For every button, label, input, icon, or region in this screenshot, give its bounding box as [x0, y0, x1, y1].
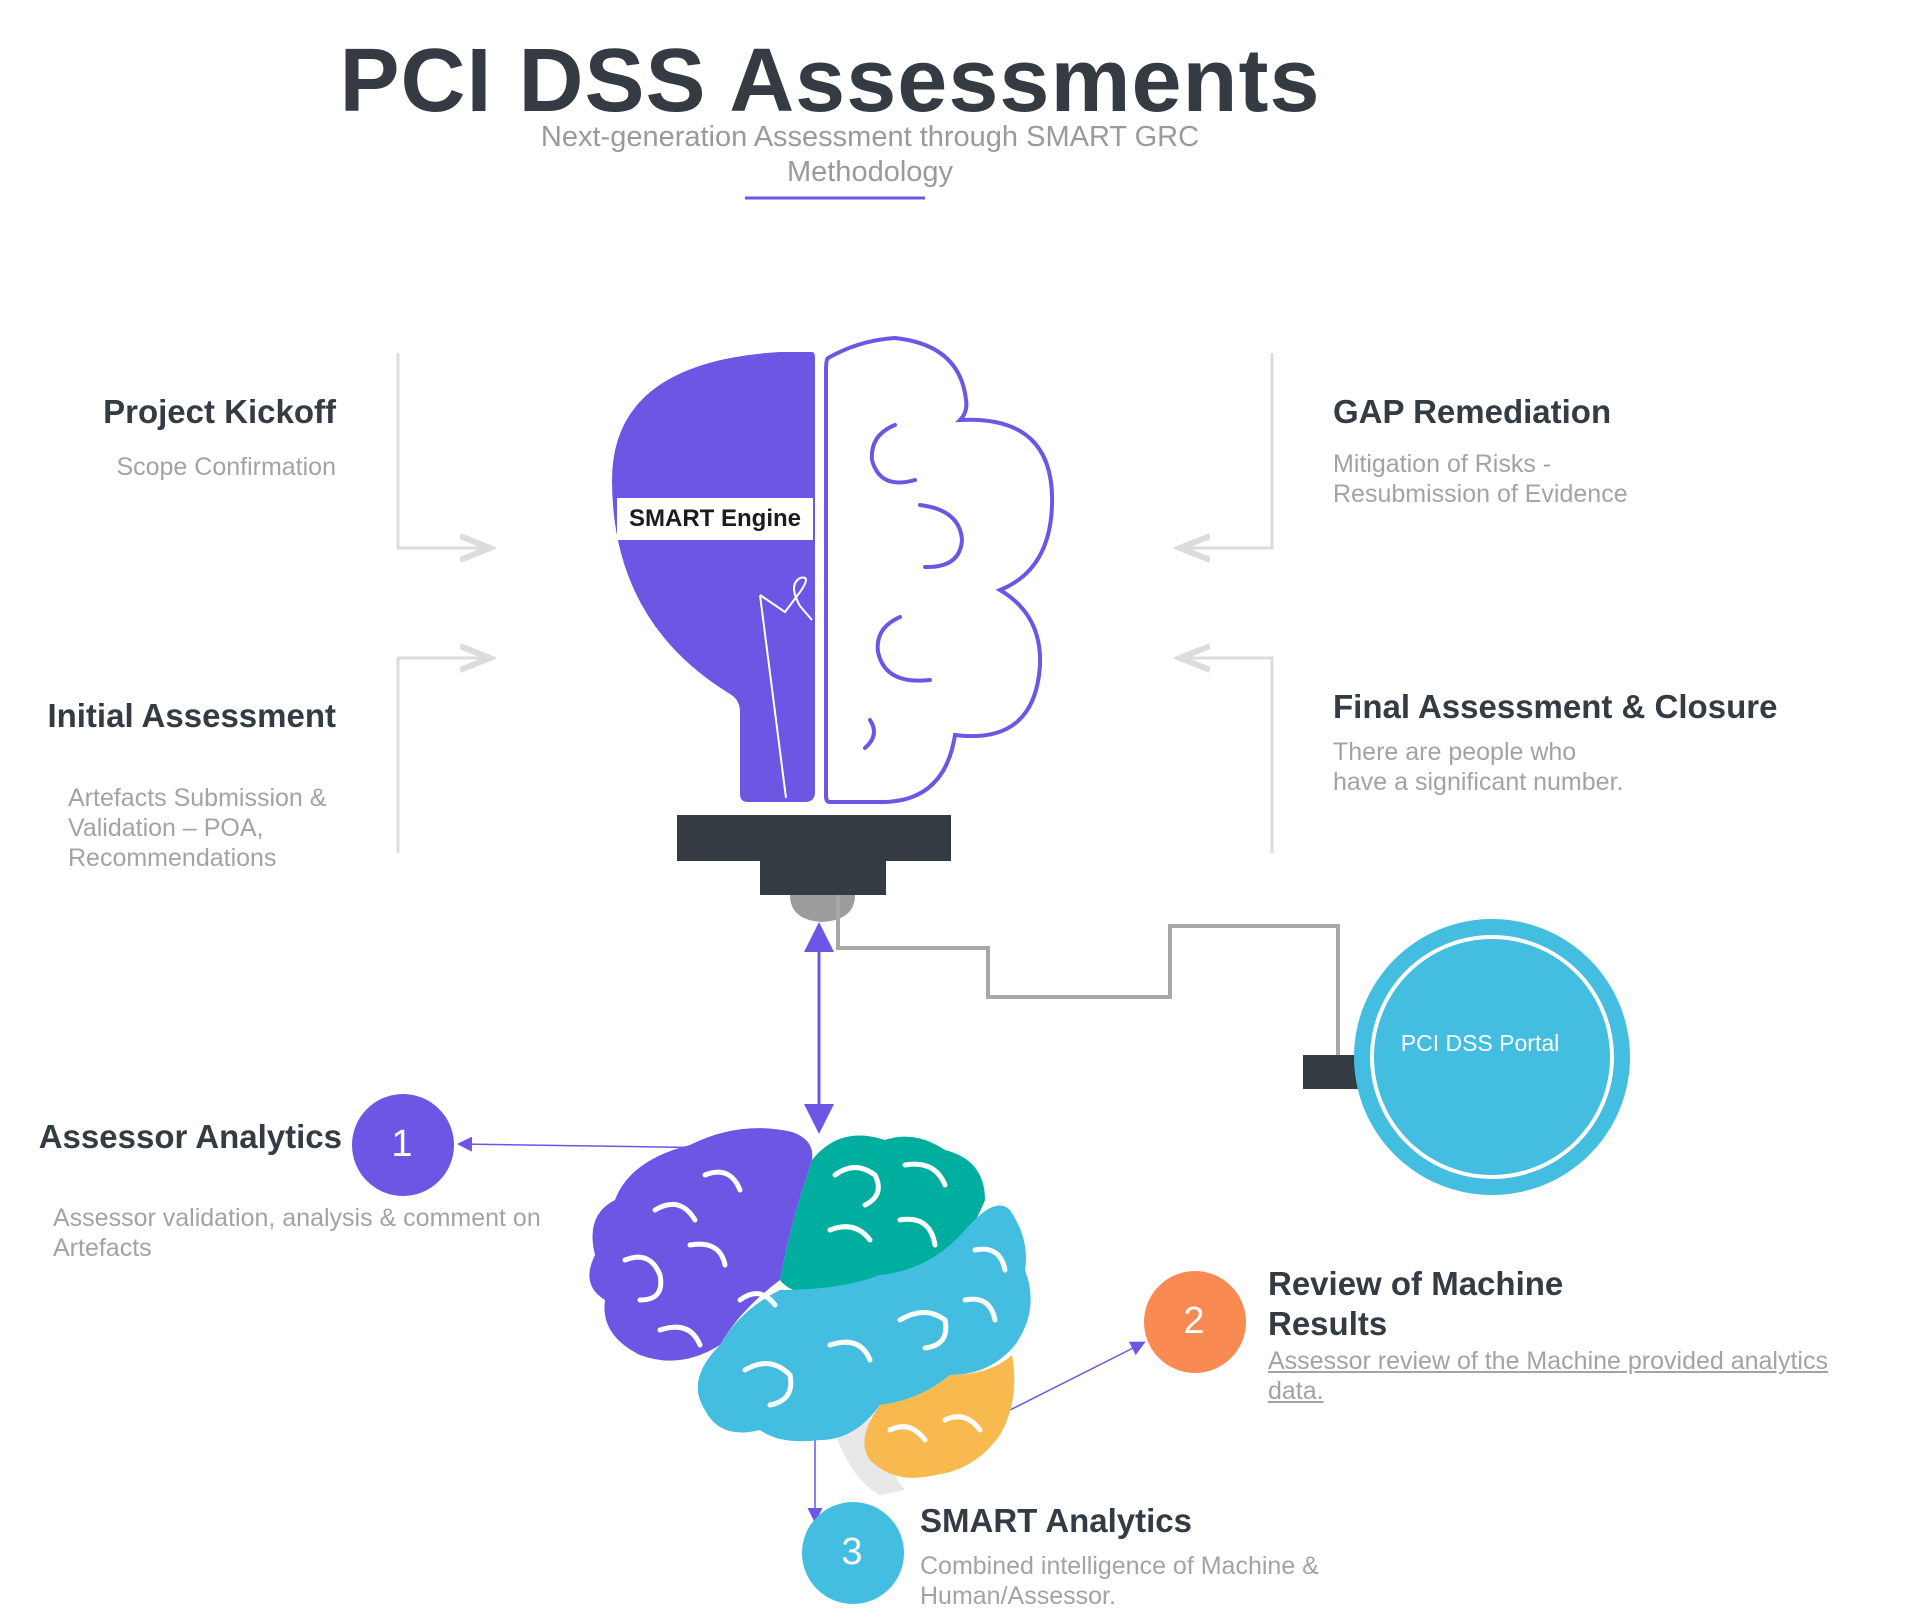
- initial-connector: [396, 658, 490, 853]
- arrow-to-2: [1009, 1341, 1146, 1411]
- review-desc-line: Assessor review of the Machine provided …: [1268, 1347, 1828, 1375]
- right-connectors: [1180, 353, 1274, 853]
- analytics-brain: [589, 1128, 1031, 1495]
- final-assessment-desc-line: have a significant number.: [1333, 768, 1624, 796]
- brain-lobe-blue: [697, 1205, 1031, 1442]
- subtitle-line-1: Next-generation Assessment through SMART…: [540, 121, 1200, 153]
- engine-filament: [759, 576, 813, 799]
- step-3-number: 3: [841, 1531, 863, 1573]
- final-assessment-desc: There are people who have a significant …: [1333, 737, 1833, 797]
- smart-analytics-desc: Combined intelligence of Machine & Human…: [920, 1551, 1480, 1611]
- project-kickoff-title: Project Kickoff: [103, 393, 336, 430]
- assessor-analytics-desc: Assessor validation, analysis & comment …: [53, 1203, 653, 1263]
- initial-assessment-desc: Artefacts Submission & Validation – POA,…: [68, 783, 388, 873]
- engine-base-bottom: [760, 861, 886, 895]
- gap-remediation-desc-line: Resubmission of Evidence: [1333, 480, 1628, 508]
- assessor-analytics-title: Assessor Analytics: [38, 1118, 342, 1155]
- portal-cable: [836, 895, 1340, 1055]
- step-3-circle: [802, 1502, 904, 1604]
- kickoff-connector: [396, 353, 490, 548]
- page-title: PCI DSS Assessments: [339, 31, 1321, 131]
- arrow-to-1: [457, 1136, 726, 1152]
- left-connectors: [396, 353, 490, 853]
- engine-brain-right-half: [824, 335, 1055, 804]
- initial-assessment-title: Initial Assessment: [47, 697, 336, 734]
- review-title: Review of Machine Results: [1268, 1264, 1828, 1344]
- step-2-number: 2: [1183, 1300, 1205, 1342]
- step-1-circle: [352, 1094, 454, 1196]
- review-title-line: Review of Machine: [1268, 1265, 1564, 1302]
- final-connector: [1180, 658, 1274, 853]
- brain-folds: [622, 1161, 1008, 1443]
- portal-connector: [1303, 1055, 1358, 1089]
- review-title-line: Results: [1268, 1305, 1388, 1342]
- final-assessment-title: Final Assessment & Closure: [1333, 688, 1778, 725]
- step-1-number: 1: [391, 1123, 413, 1165]
- gap-connector: [1180, 353, 1274, 548]
- page-subtitle: Next-generation Assessment through SMART…: [500, 120, 1240, 190]
- assessor-analytics-desc-line: Artefacts: [53, 1234, 152, 1262]
- final-assessment-desc-line: There are people who: [1333, 738, 1577, 766]
- gap-remediation-desc: Mitigation of Risks - Resubmission of Ev…: [1333, 449, 1833, 509]
- project-kickoff-desc: Scope Confirmation: [116, 453, 336, 481]
- portal-circle: [1354, 919, 1630, 1195]
- review-desc-line: data.: [1268, 1377, 1324, 1405]
- subtitle-line-2: Methodology: [786, 156, 954, 188]
- smart-analytics-title: SMART Analytics: [920, 1502, 1192, 1539]
- assessor-analytics-desc-line: Assessor validation, analysis & comment …: [53, 1204, 541, 1232]
- smart-engine-label: SMART Engine: [617, 498, 813, 540]
- engine-base-top: [677, 815, 951, 861]
- smart-analytics-desc-line: Human/Assessor.: [920, 1582, 1116, 1610]
- step-2-circle: [1144, 1271, 1246, 1373]
- brain-lobe-yellow: [864, 1355, 1015, 1478]
- smart-analytics-desc-line: Combined intelligence of Machine &: [920, 1552, 1319, 1580]
- gap-remediation-desc-line: Mitigation of Risks -: [1333, 450, 1552, 478]
- engine-brain-folds: [863, 423, 965, 750]
- initial-assessment-desc-line: Artefacts Submission &: [68, 784, 327, 812]
- gap-remediation-title: GAP Remediation: [1333, 393, 1612, 430]
- brain-lobe-teal: [780, 1135, 985, 1294]
- portal-ring: [1370, 935, 1614, 1179]
- engine-bulb-left-half: [612, 352, 815, 802]
- initial-assessment-desc-line: Validation – POA,: [68, 814, 264, 842]
- engine-plug: [790, 895, 855, 922]
- portal-label: PCI DSS Portal: [1400, 1030, 1560, 1056]
- review-desc: Assessor review of the Machine provided …: [1268, 1346, 1908, 1406]
- initial-assessment-desc-line: Recommendations: [68, 844, 277, 872]
